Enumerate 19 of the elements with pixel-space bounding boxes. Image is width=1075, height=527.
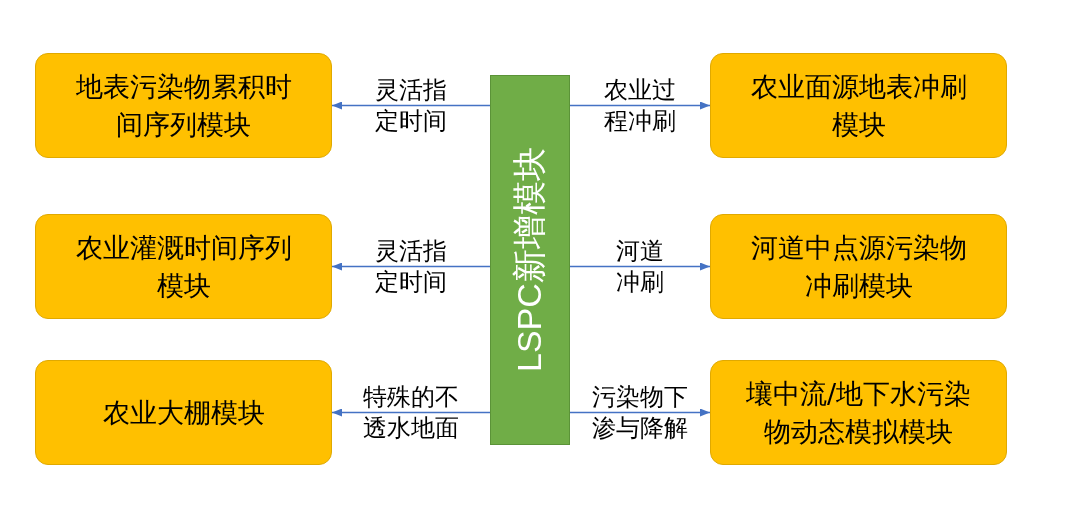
module-box: 农业面源地表冲刷模块 (710, 53, 1007, 158)
module-box: 壤中流/地下水污染物动态模拟模块 (710, 360, 1007, 465)
arrow (569, 262, 711, 271)
module-box: 农业灌溉时间序列模块 (35, 214, 332, 319)
edge-label: 农业过程冲刷 (603, 74, 677, 137)
module-box: 地表污染物累积时间序列模块 (35, 53, 332, 158)
edge-label: 污染物下渗与降解 (591, 381, 689, 444)
module-bar: LSPC新增模块 (490, 75, 570, 445)
arrow (331, 101, 491, 110)
arrow (331, 408, 491, 417)
arrow (569, 408, 711, 417)
edge-label: 灵活指定时间 (374, 74, 448, 137)
edge-label: 河道冲刷 (615, 235, 665, 298)
arrow (569, 101, 711, 110)
edge-label: 特殊的不透水地面 (362, 381, 460, 444)
edge-label: 灵活指定时间 (374, 235, 448, 298)
arrow (331, 262, 491, 271)
module-box: 农业大棚模块 (35, 360, 332, 465)
module-box: 河道中点源污染物冲刷模块 (710, 214, 1007, 319)
